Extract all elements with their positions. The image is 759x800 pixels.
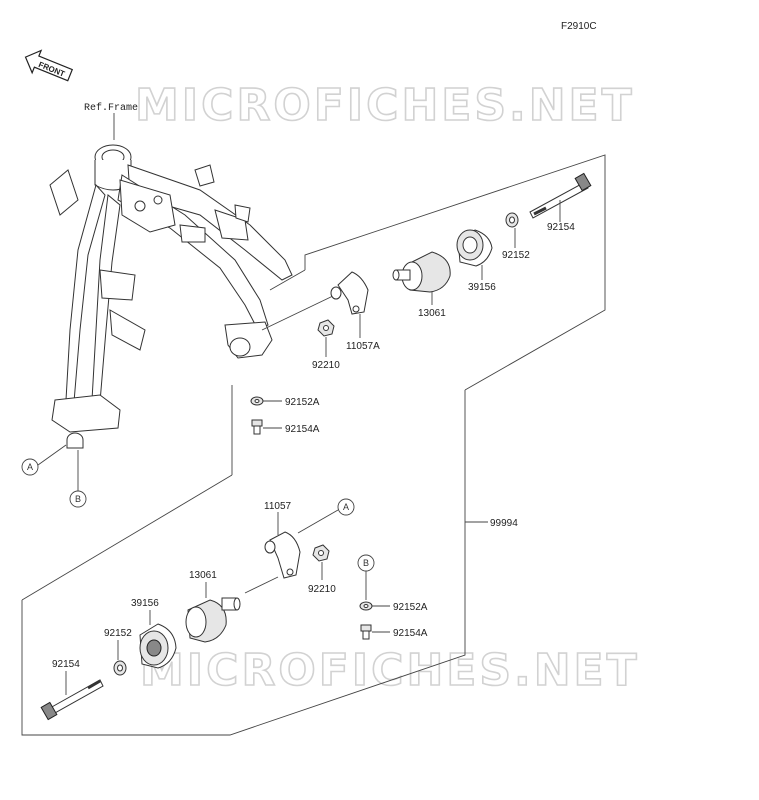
figure-code: F2910C xyxy=(561,21,597,32)
front-arrow-icon: FRONT xyxy=(24,49,74,82)
callout-a-left-text: A xyxy=(27,462,33,472)
label-92152A-bottom: 92152A xyxy=(393,602,428,613)
label-92154A-bottom: 92154A xyxy=(393,628,428,639)
watermark-bottom: MICROFICHES.NET xyxy=(140,645,640,696)
label-92210-bottom: 92210 xyxy=(308,584,336,595)
label-13061-bottom: 13061 xyxy=(189,570,217,581)
callout-b-left-text: B xyxy=(75,494,81,504)
slider-13061-top xyxy=(392,251,451,293)
label-11057: 11057 xyxy=(264,501,292,512)
bolt-92154-bottom xyxy=(40,679,104,721)
washer-92152A-top xyxy=(250,396,264,406)
bracket-11057A xyxy=(330,271,369,315)
label-13061-top: 13061 xyxy=(418,308,446,319)
label-92152-top: 92152 xyxy=(502,250,530,261)
upper-kit-outline xyxy=(304,154,606,391)
slider-13061-bottom xyxy=(185,597,241,643)
bracket-11057 xyxy=(264,531,301,579)
label-39156-bottom: 39156 xyxy=(131,598,159,609)
callout-b-right-text: B xyxy=(363,558,369,568)
bolt-92154A-top xyxy=(251,419,263,435)
lower-kit-outline xyxy=(21,390,466,736)
label-92152A-top: 92152A xyxy=(285,397,320,408)
label-92154-bottom: 92154 xyxy=(52,659,80,670)
cap-39156-bottom xyxy=(139,623,177,669)
cap-39156-top xyxy=(456,229,493,267)
nut-92210-bottom xyxy=(312,544,330,562)
callout-a-left xyxy=(21,458,39,476)
watermark-top: MICROFICHES.NET xyxy=(135,80,635,131)
bolt-92154A-bottom xyxy=(360,624,372,640)
label-99994: 99994 xyxy=(490,518,518,529)
label-92154-top: 92154 xyxy=(547,222,575,233)
washer-92152-top xyxy=(505,212,519,228)
label-39156-top: 39156 xyxy=(468,282,496,293)
label-92154A-top: 92154A xyxy=(285,424,320,435)
washer-92152-bottom xyxy=(113,660,127,676)
callout-b-left xyxy=(69,490,87,508)
washer-92152A-bottom xyxy=(359,601,373,611)
motorcycle-frame xyxy=(49,144,293,449)
bolt-92154-top xyxy=(529,172,592,219)
label-92210-top: 92210 xyxy=(312,360,340,371)
callout-a-right-text: A xyxy=(343,502,349,512)
label-11057A: 11057A xyxy=(346,341,380,352)
label-92152-bottom: 92152 xyxy=(104,628,132,639)
nut-92210-top xyxy=(317,319,335,337)
callout-a-right xyxy=(337,498,355,516)
ref-frame-label: Ref.Frame xyxy=(84,102,138,114)
